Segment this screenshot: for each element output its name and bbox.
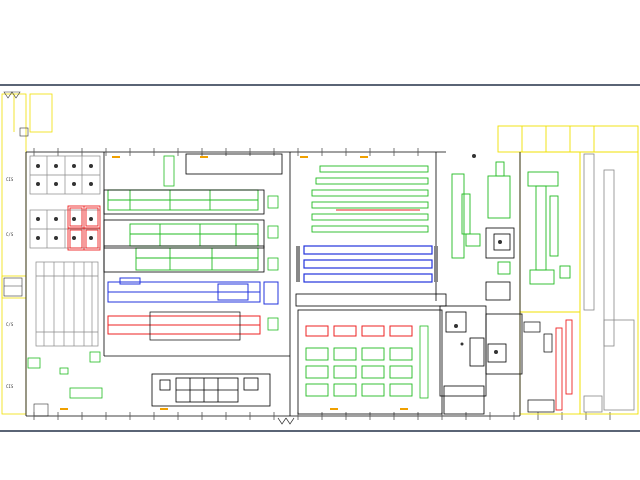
assembly-green-stations [305,347,413,397]
red-process-line [107,311,261,341]
office-block [151,373,271,407]
room-label: C/S [6,232,14,237]
room-label: CIS [6,384,14,389]
rack-side-posts [296,246,438,282]
blue-rack-lines [303,245,433,283]
floor-plan-svg: CIS C/S C/S CIS [1,91,639,425]
red-machine-cell [67,205,101,251]
right-annex-gray-racks [583,153,635,413]
room-label: C/S [6,322,14,327]
center-left-side-equipment [163,155,279,331]
right-center-detail-marks [454,154,502,354]
left-annex [1,93,53,415]
left-annex-room-labels: CIS C/S C/S CIS [6,177,14,389]
right-annex-outline [497,125,639,415]
green-rack-lines [311,165,429,233]
wall-dimension-marks [60,156,408,410]
room-label: CIS [6,177,14,182]
storage-hall [35,261,99,347]
left-annex-symbols [3,91,49,417]
green-process-line-1 [107,189,259,211]
column-grid-markers [33,148,611,420]
process-line-frames [103,153,283,273]
entrance-symbols [277,417,295,425]
right-annex-boxes [523,321,555,413]
right-center-equipment [439,227,523,415]
machine-cell-markers [36,164,93,240]
assembly-side-columns [419,325,429,399]
assembly-red-stations [305,325,413,337]
green-process-line-3 [135,247,259,271]
right-annex-red-racks [555,319,573,411]
green-process-line-2 [129,223,259,247]
machine-cell-grid [29,155,101,249]
blue-process-line [107,277,279,305]
hall-green-fixtures [27,351,103,399]
assembly-hall [295,293,447,415]
floor-plan-drawing[interactable]: CIS C/S C/S CIS [0,84,640,432]
right-center-green-equipment [451,161,511,275]
right-annex-green-equipment [527,171,571,285]
